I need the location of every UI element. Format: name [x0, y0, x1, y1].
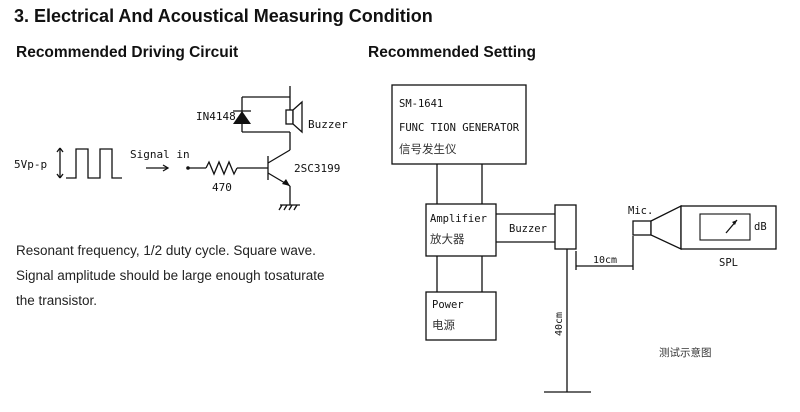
diode-label: IN4148: [196, 110, 236, 123]
meter-unit-label: dB: [754, 221, 767, 233]
square-wave: [66, 148, 122, 179]
power-box: Power 电源: [425, 291, 497, 341]
page-title: 3. Electrical And Acoustical Measuring C…: [14, 6, 433, 26]
measurement-setup: SM-1641 FUNC TION GENERATOR 信号发生仪 Amplif…: [391, 84, 777, 393]
generator-model-label: SM-1641: [399, 98, 443, 110]
buzzer-label: Buzzer: [308, 118, 348, 131]
source-amplitude-label: 5Vp-p: [14, 158, 47, 171]
buzzer-symbol: [285, 100, 303, 134]
amplifier-cn-label: 放大器: [430, 232, 465, 246]
amplitude-arrow: [56, 147, 64, 179]
amplifier-box: Amplifier 放大器: [425, 203, 497, 257]
horizontal-distance-marker: [575, 236, 634, 270]
horizontal-distance-label: 10cm: [593, 255, 617, 266]
generator-cn-label: 信号发生仪: [399, 142, 457, 156]
spl-label: SPL: [719, 257, 738, 269]
driving-circuit-heading: Recommended Driving Circuit: [16, 44, 239, 61]
mic-label: Mic.: [628, 205, 653, 217]
transistor-label: 2SC3199: [294, 162, 340, 175]
setting-heading: Recommended Setting: [368, 44, 536, 61]
spl-meter: [680, 205, 777, 250]
description-line-1: Resonant frequency, 1/2 duty cycle. Squa…: [16, 243, 316, 258]
transistor-symbol: [267, 149, 291, 187]
power-cn-label: 电源: [432, 318, 455, 332]
diode-symbol: [233, 110, 251, 124]
setup-buzzer-label: Buzzer: [509, 223, 547, 235]
amplifier-label: Amplifier: [430, 213, 487, 225]
description-line-2: Signal amplitude should be large enough …: [16, 268, 325, 283]
signal-in-label: Signal in: [130, 148, 190, 161]
ground-symbol: [278, 204, 300, 211]
signal-in-arrow: [146, 164, 170, 172]
description-line-3: the transistor.: [16, 293, 98, 308]
resistor-value-label: 470: [212, 181, 232, 194]
circuit-description: Resonant frequency, 1/2 duty cycle. Squa…: [16, 238, 356, 313]
power-label: Power: [432, 299, 464, 311]
buzzer-under-test: [554, 204, 577, 250]
resistor-symbol: [205, 160, 238, 176]
vertical-distance-label: 40cm: [554, 312, 565, 336]
function-generator-box: SM-1641 FUNC TION GENERATOR 信号发生仪: [391, 84, 527, 165]
generator-name-label: FUNC TION GENERATOR: [399, 122, 520, 134]
driving-circuit: 5Vp-p Signal in 470 2SC3199: [14, 86, 348, 211]
diagram-caption: 测试示意图: [659, 346, 712, 359]
